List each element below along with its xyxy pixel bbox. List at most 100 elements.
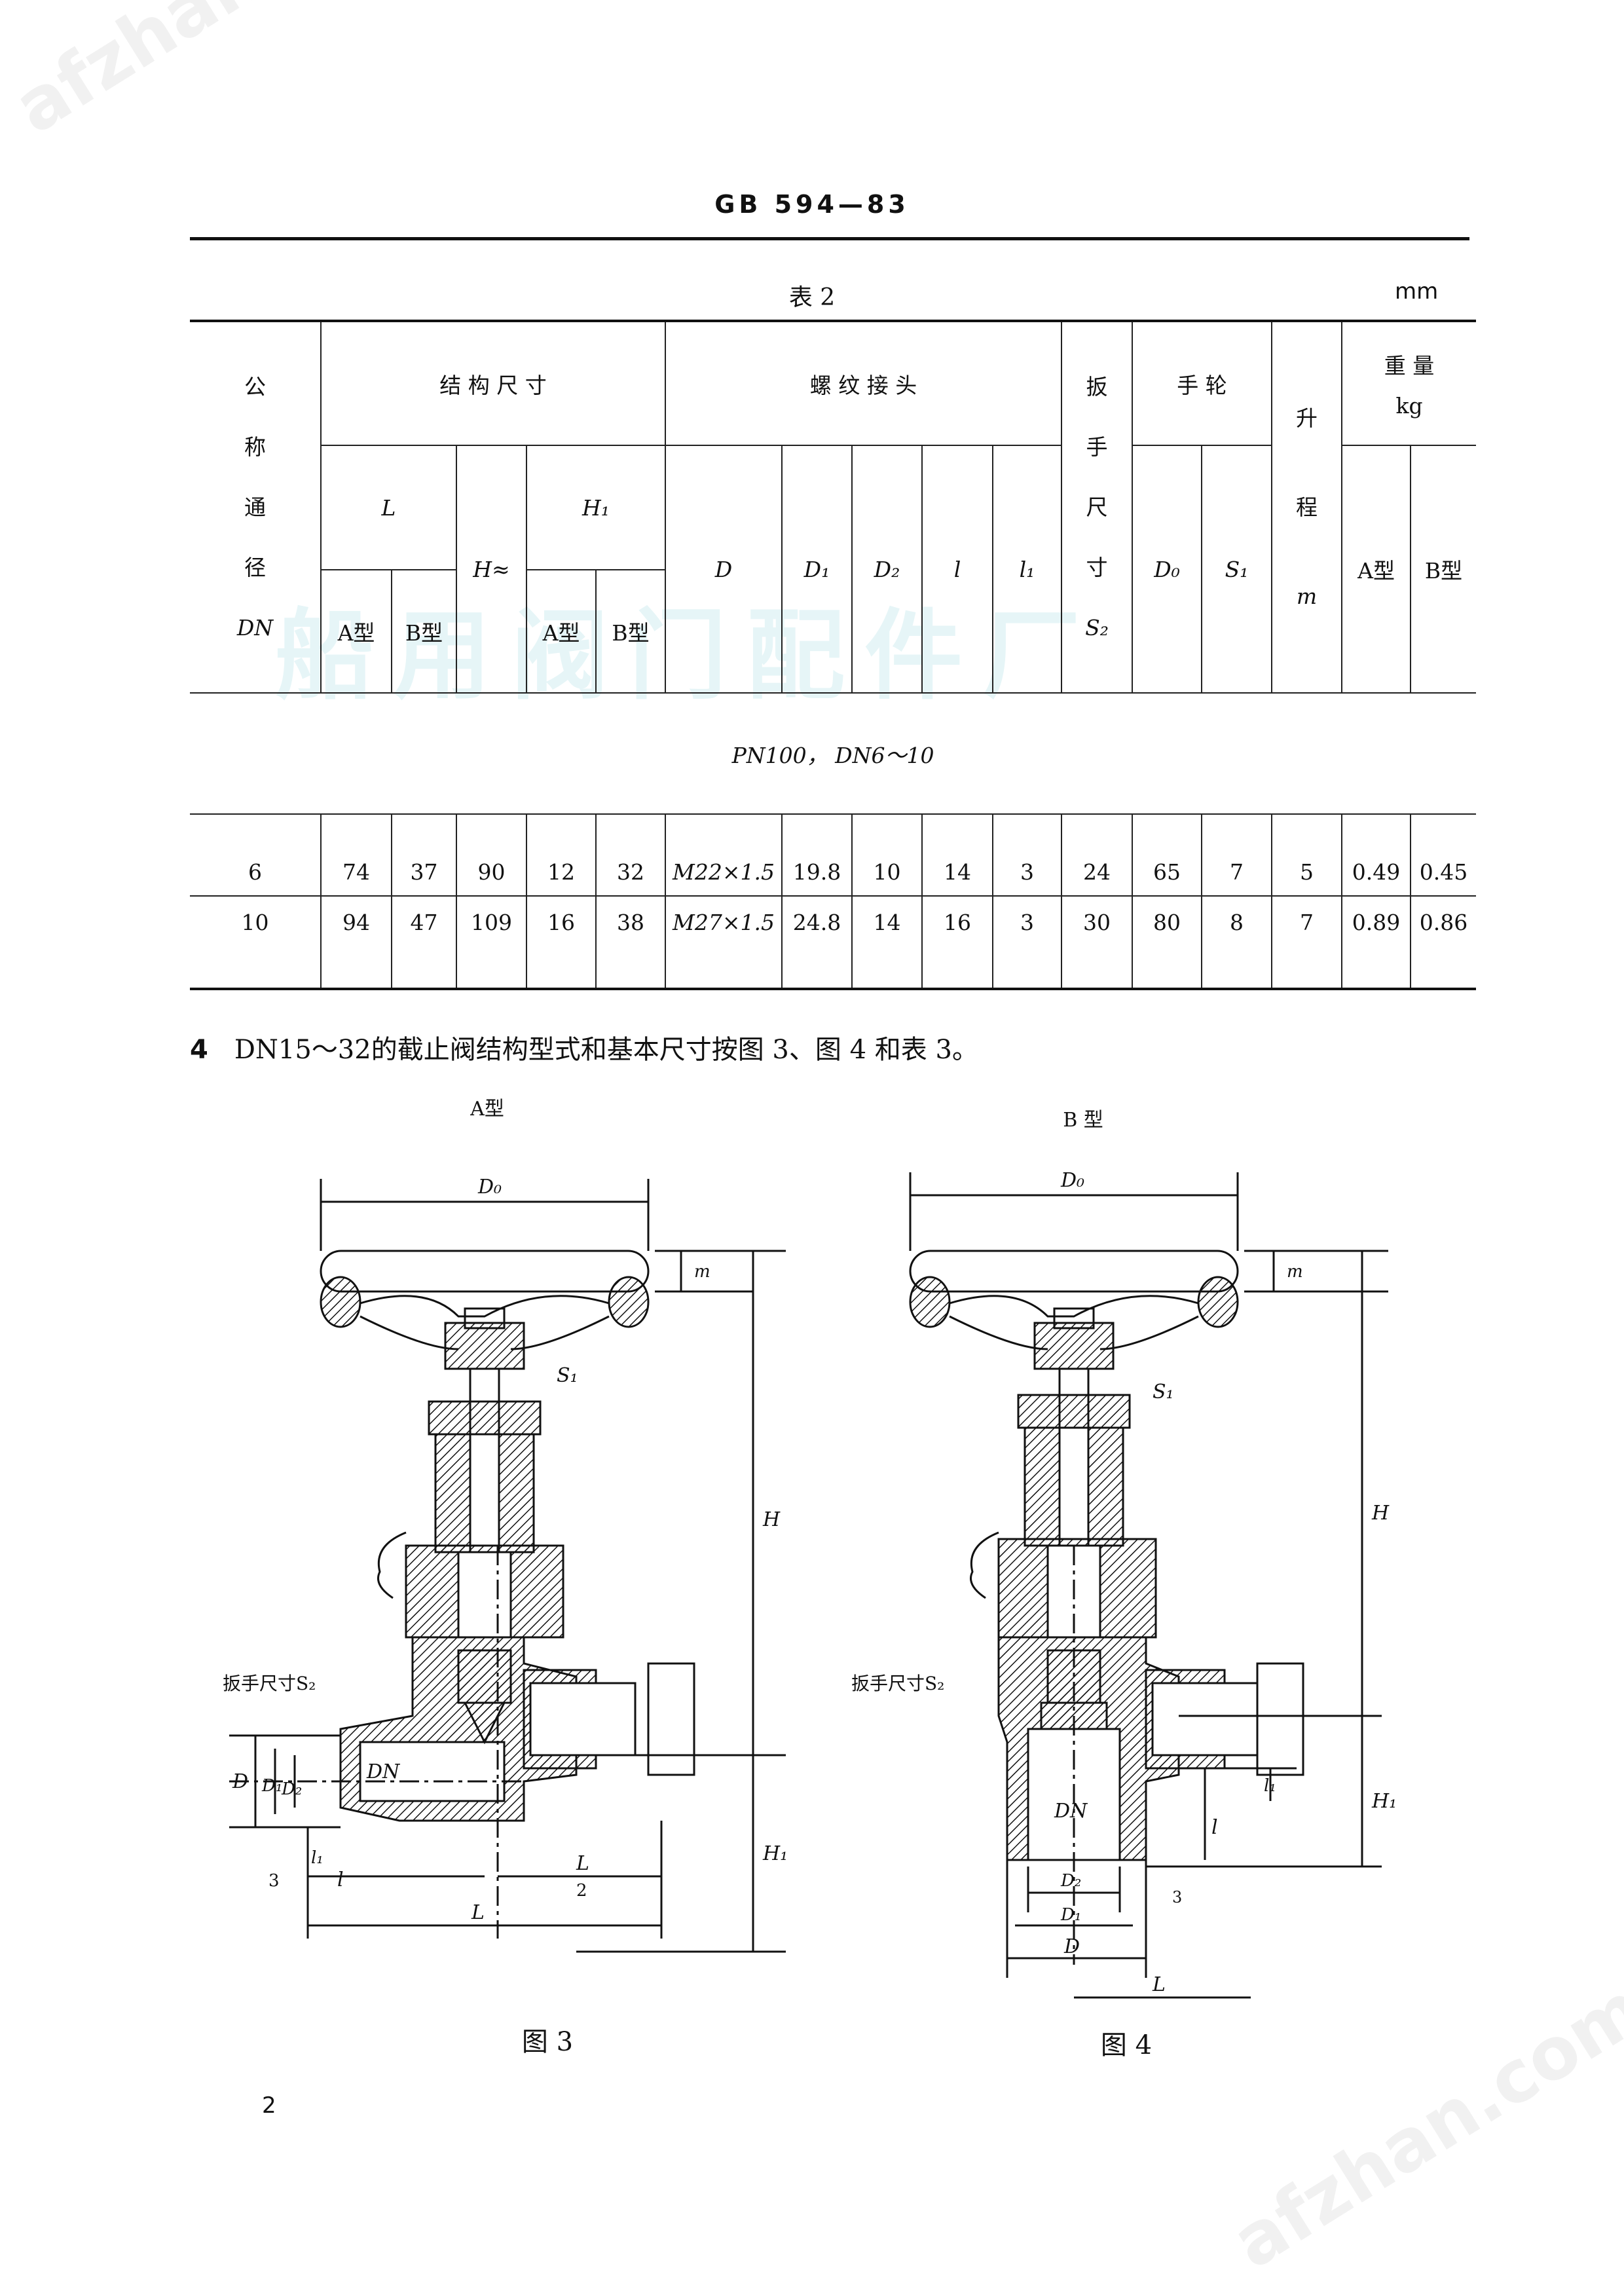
fig4-drawing: D₀ m S₁ H H₁ 扳手尺寸S₂ DN l₁ l 3 D₂ D₁ D L [851,1169,1397,1999]
cell: 65 [1132,813,1203,897]
cell: 10 [851,813,923,897]
dn-symbol: DN [236,614,274,641]
table-caption: 表 2 [788,284,836,311]
header-l1: l₁ [992,445,1063,694]
fig3-label-d: D [232,1770,248,1793]
fig3-label-l1: l₁ [311,1848,323,1868]
header-dn: 公 称 通 径 DN [190,320,322,694]
fig3-label-big-l: L [471,1901,485,1924]
section-text: DN15～32的截止阀结构型式和基本尺寸按图 3、图 4 和表 3。 [234,1035,978,1065]
fig4-label-h1: H₁ [1371,1790,1397,1813]
fig3-drawing: D₀ m S₁ H H₁ 扳手尺寸S₂ D D₁ D₂ DN l₁ 3 l L … [223,1176,788,1953]
header-wrench: 扳 手 尺 寸 S₂ [1061,320,1134,694]
cell: 90 [456,813,527,897]
cell: 16 [921,895,994,990]
weight-label: 重 量 [1384,353,1435,379]
header-weight-b: B型 [1410,445,1477,694]
cell: 47 [391,895,457,990]
cell: 7 [1201,813,1273,897]
cell: 8 [1201,895,1273,990]
dn-char-2: 称 [244,434,266,460]
header-H1: H₁ [525,445,667,570]
header-H: H≈ [456,445,527,694]
cell: 38 [595,895,667,990]
table-row: 10 94 47 109 16 38 M27×1.5 24.8 14 16 3 … [190,895,1477,990]
cell: 0.45 [1410,813,1477,897]
fig4-label-s1: S₁ [1153,1381,1174,1403]
header-D2: D₂ [851,445,923,694]
header-l: l [921,445,994,694]
cell: 24.8 [781,895,853,990]
header-weight: 重 量 kg [1341,320,1477,446]
cell: 30 [1061,895,1134,990]
fig4-label-l: l [1211,1816,1218,1839]
cell: 16 [526,895,597,990]
cell: 24 [1061,813,1134,897]
fig3-label-d2: D₂ [281,1779,302,1799]
cell: M27×1.5 [665,895,783,990]
wrench-char-3: 尺 [1086,494,1108,520]
fig3-label-lhalf-den: 2 [576,1881,587,1901]
cell: 5 [1271,813,1343,897]
lift-symbol: m [1296,583,1318,609]
wrench-char-4: 寸 [1086,554,1108,580]
fig3-label-h1: H₁ [762,1842,788,1865]
cell: 109 [456,895,527,990]
cell: 0.86 [1410,895,1477,990]
table-row: 6 74 37 90 12 32 M22×1.5 19.8 10 14 3 24… [190,813,1477,897]
fig3-label-lhalf-num: L [576,1852,589,1875]
dn-char-3: 通 [244,494,266,520]
fig4-label-m: m [1287,1262,1303,1282]
header-L-a: A型 [321,569,392,694]
fig4-label-d0: D₀ [1060,1169,1084,1192]
header-L-b: B型 [391,569,457,694]
header-structure: 结 构 尺 寸 [320,320,667,446]
fig4-label-wrench: 扳手尺寸S₂ [851,1673,944,1694]
fig4-label-d: D [1063,1935,1080,1958]
header-weight-a: A型 [1341,445,1412,694]
cell: 10 [190,895,322,990]
fig3-type-label: A型 [470,1098,504,1121]
fig4-caption: 图 4 [1100,2030,1153,2060]
cell: 37 [391,813,457,897]
cell: 14 [851,895,923,990]
cell: 12 [526,813,597,897]
fig3-label-wrench: 扳手尺寸S₂ [223,1673,316,1694]
dn-char-4: 径 [244,554,266,580]
header-S1: S₁ [1201,445,1273,694]
header-H1-a: A型 [526,569,597,694]
header-D: D [665,445,783,694]
cell: 74 [320,813,392,897]
lift-char-1: 升 [1296,405,1318,431]
dn-char-1: 公 [244,373,266,399]
cell: 7 [1271,895,1343,990]
cell: M22×1.5 [665,813,783,897]
cell: 94 [320,895,392,990]
cell: 0.89 [1341,895,1412,990]
fig4-label-l-big: L [1152,1973,1166,1996]
standard-header: GB 594—83 [714,190,910,219]
header-rule [190,237,1469,240]
header-D1: D₁ [781,445,853,694]
fig3-caption: 图 3 [521,2027,574,2057]
lift-char-2: 程 [1296,494,1318,520]
fig4-label-d2: D₂ [1060,1871,1081,1891]
header-thread: 螺 纹 接 头 [665,320,1063,446]
page-number: 2 [262,2092,276,2119]
header-D0: D₀ [1132,445,1203,694]
fig4-label-dn: DN [1054,1800,1088,1823]
wrench-char-1: 扳 [1086,373,1108,399]
weight-unit: kg [1395,393,1423,418]
fig4-type-label: B 型 [1063,1109,1103,1132]
cell: 0.49 [1341,813,1412,897]
watermark-site-top: afzhan.com [0,0,441,150]
watermark-site-bottom: afzhan.com [1218,1965,1624,2285]
header-L: L [321,445,457,570]
fig3-label-s1: S₁ [557,1364,578,1387]
cell: 3 [992,895,1063,990]
fig4-label-d1: D₁ [1060,1905,1081,1925]
header-handwheel: 手 轮 [1132,320,1273,446]
fig4-label-three: 3 [1172,1888,1182,1906]
spec-table: 公 称 通 径 DN 结 构 尺 寸 螺 纹 接 头 扳 手 尺 寸 S₂ 手 … [190,320,1477,990]
